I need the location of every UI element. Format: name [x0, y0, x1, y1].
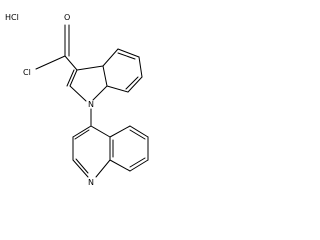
- indole-pyrrole-ring-bonds: [66, 65, 108, 102]
- quinoline-nitrogen-label: N: [88, 178, 94, 187]
- carbonyl-oxygen-label: O: [64, 13, 70, 22]
- hcl-salt-label: HCl: [5, 13, 19, 22]
- indole-benzene-ring-bonds: [102, 48, 143, 93]
- chlorine-atom-label: Cl: [23, 68, 31, 77]
- chemical-structure-drawing: HCl Cl O N N: [5, 13, 149, 187]
- quinoline-benzo-ring-bonds: [109, 125, 149, 172]
- indole-nitrogen-label: N: [88, 100, 94, 109]
- acyl-chloride-bonds: [35, 24, 78, 71]
- quinoline-pyridine-ring-bonds: [72, 125, 111, 178]
